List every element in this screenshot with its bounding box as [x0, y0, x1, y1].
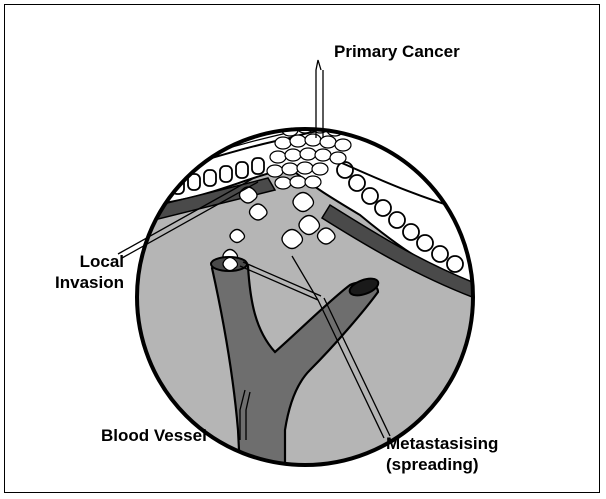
metastasising-label: Metastasising (spreading): [386, 433, 498, 475]
local-invasion-label: Local Invasion: [55, 251, 124, 293]
blood-vessel-text: Blood Vessel: [101, 425, 207, 446]
local-invasion-line-2: Invasion: [55, 272, 124, 293]
metastasising-line-2: (spreading): [386, 454, 498, 475]
leader-primary-cancer: [316, 60, 321, 138]
primary-cancer-label: Primary Cancer: [334, 41, 460, 62]
metastasising-line-1: Metastasising: [386, 433, 498, 454]
primary-cancer-text: Primary Cancer: [334, 41, 460, 62]
local-invasion-line-1: Local: [55, 251, 124, 272]
blood-vessel-label: Blood Vessel: [101, 425, 207, 446]
